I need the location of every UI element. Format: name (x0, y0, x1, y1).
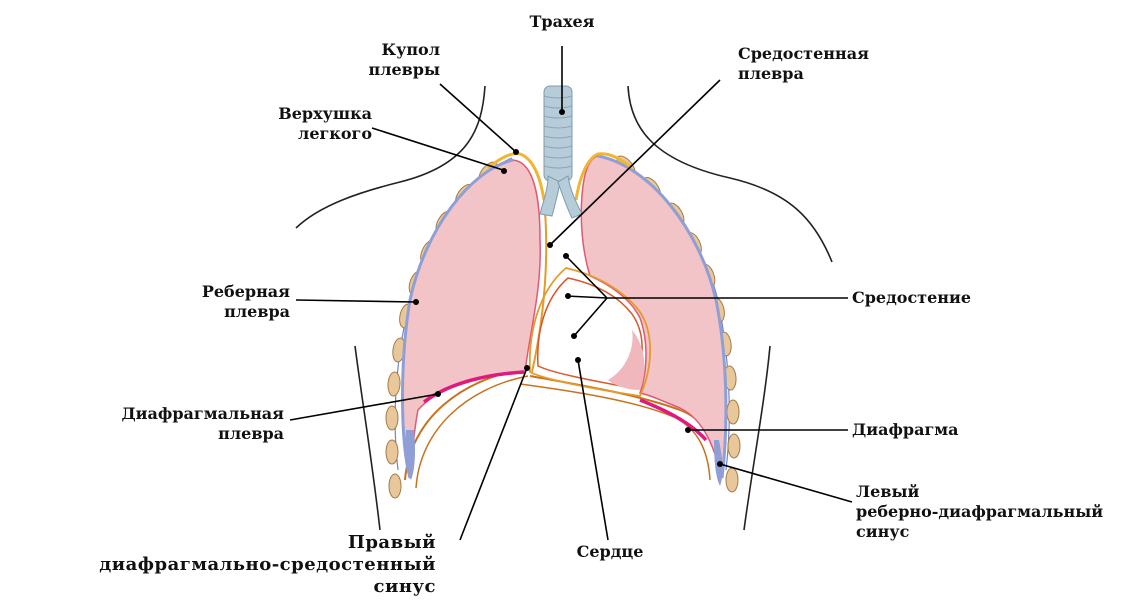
label-mediastinal-pleura-line1: Средостенная (738, 44, 908, 64)
label-left-sinus-line2: реберно-диафрагмальный (856, 502, 1096, 522)
label-apex: Верхушка легкого (250, 104, 372, 144)
label-heart: Сердце (560, 542, 660, 562)
rib (387, 372, 401, 397)
label-right-sinus-line2: диафрагмально-средостенный (6, 554, 436, 576)
rib (386, 406, 398, 430)
dot-cupula (513, 149, 519, 155)
rib (726, 468, 738, 492)
dot-heart (575, 357, 581, 363)
leader-right-sinus (460, 368, 527, 540)
label-costal-pleura-line2: плевра (170, 302, 290, 322)
rib (386, 440, 398, 464)
dot-mediastinum-a (563, 253, 569, 259)
label-trachea-text: Трахея (520, 12, 604, 32)
label-mediastinal-pleura: Средостенная плевра (738, 44, 908, 84)
label-left-sinus: Левый реберно-диафрагмальный синус (856, 482, 1096, 542)
rib (727, 400, 739, 424)
label-mediastinal-pleura-line2: плевра (738, 64, 908, 84)
rib (389, 474, 401, 498)
dot-left-sinus (717, 461, 723, 467)
dot-mediastinal-pleura (547, 242, 553, 248)
label-right-sinus-line1: Правый (6, 532, 436, 554)
dot-diaphragmatic-pleura (435, 391, 441, 397)
label-heart-text: Сердце (560, 542, 660, 562)
dot-costal-pleura (413, 299, 419, 305)
label-diaphragm-text: Диафрагма (852, 420, 992, 440)
rib (728, 434, 740, 458)
label-apex-line1: Верхушка (250, 104, 372, 124)
dot-diaphragm (685, 427, 691, 433)
leader-costal-pleura (296, 300, 416, 302)
label-cupula-line1: Купол (340, 40, 440, 60)
label-diaphragm: Диафрагма (852, 420, 992, 440)
label-diaphragmatic-pleura: Диафрагмальная плевра (80, 404, 284, 444)
dot-mediastinum-c (571, 333, 577, 339)
label-cupula: Купол плевры (340, 40, 440, 80)
label-costal-pleura-line1: Реберная (170, 282, 290, 302)
dot-right-sinus (524, 365, 530, 371)
label-left-sinus-line3: синус (856, 522, 1096, 542)
dot-trachea (559, 109, 565, 115)
dot-apex (501, 168, 507, 174)
label-right-sinus: Правый диафрагмально-средостенный синус (6, 532, 436, 598)
label-left-sinus-line1: Левый (856, 482, 1096, 502)
label-mediastinum-text: Средостение (852, 288, 1012, 308)
left-flank-curve (744, 346, 770, 530)
label-right-sinus-line3: синус (6, 576, 436, 598)
label-costal-pleura: Реберная плевра (170, 282, 290, 322)
leader-apex (372, 128, 503, 170)
label-mediastinum: Средостение (852, 288, 1012, 308)
leader-left-sinus (720, 464, 852, 502)
right-flank-curve (355, 346, 380, 530)
label-diaphragmatic-pleura-line2: плевра (80, 424, 284, 444)
label-diaphragmatic-pleura-line1: Диафрагмальная (80, 404, 284, 424)
label-trachea: Трахея (520, 12, 604, 32)
leader-cupula (440, 84, 516, 152)
right-lung (403, 160, 541, 478)
label-apex-line2: легкого (250, 124, 372, 144)
label-cupula-line2: плевры (340, 60, 440, 80)
dot-mediastinum-b (565, 293, 571, 299)
